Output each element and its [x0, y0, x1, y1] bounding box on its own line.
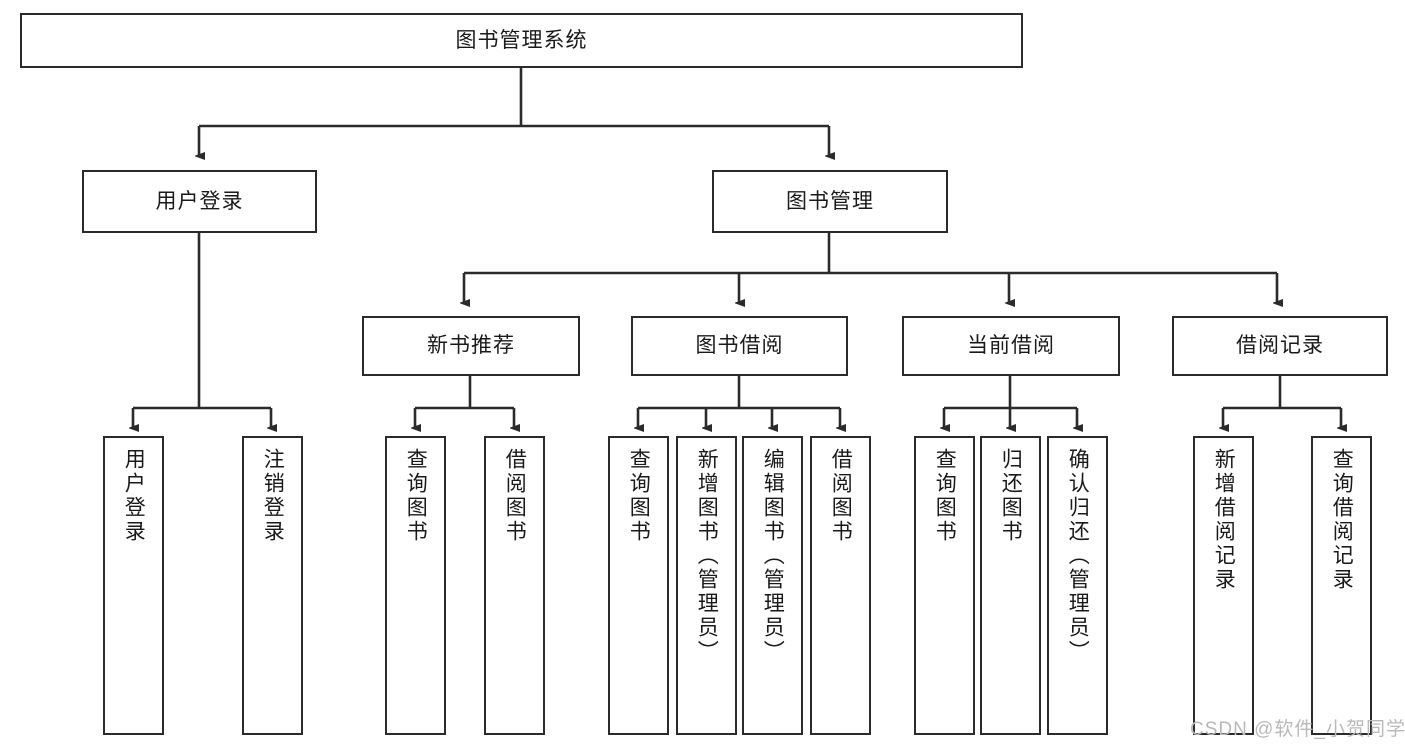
node-new-book-recommend[interactable]: 新书推荐 — [362, 316, 580, 376]
node-current-borrow[interactable]: 当前借阅 — [902, 316, 1120, 376]
node-label: 确认归还（管理员） — [1066, 448, 1090, 664]
leaf-recommend-borrow-book[interactable]: 借阅图书 — [484, 436, 545, 735]
leaf-record-query-record[interactable]: 查询借阅记录 — [1311, 436, 1372, 735]
leaf-borrow-edit-book-admin[interactable]: 编辑图书（管理员） — [742, 436, 803, 735]
leaf-user-login-logout[interactable]: 注销登录 — [242, 436, 303, 735]
node-label: 当前借阅 — [967, 334, 1055, 358]
leaf-current-query-book[interactable]: 查询图书 — [914, 436, 975, 735]
node-label: 图书借阅 — [695, 334, 784, 358]
node-label: 编辑图书（管理员） — [761, 448, 785, 664]
node-label: 新增图书（管理员） — [695, 448, 719, 664]
node-label: 查询图书 — [404, 448, 428, 544]
node-label: 借阅图书 — [829, 448, 853, 544]
csdn-watermark: CSDN @软件_小贺同学 — [1190, 719, 1405, 740]
node-book-borrow[interactable]: 图书借阅 — [631, 316, 848, 376]
leaf-user-login-signin[interactable]: 用户登录 — [103, 436, 164, 735]
node-label: 注销登录 — [261, 448, 285, 544]
node-borrow-record[interactable]: 借阅记录 — [1172, 316, 1388, 376]
node-label: 借阅图书 — [503, 448, 527, 544]
node-label: 新书推荐 — [427, 334, 515, 358]
node-book-management[interactable]: 图书管理 — [712, 170, 948, 233]
node-user-login[interactable]: 用户登录 — [82, 170, 317, 233]
node-label: 借阅记录 — [1236, 334, 1324, 358]
node-label: 图书管理系统 — [455, 28, 588, 52]
leaf-borrow-add-book-admin[interactable]: 新增图书（管理员） — [676, 436, 737, 735]
node-label: 归还图书 — [999, 448, 1023, 544]
leaf-record-add-record[interactable]: 新增借阅记录 — [1193, 436, 1254, 735]
leaf-borrow-borrow-book[interactable]: 借阅图书 — [810, 436, 871, 735]
leaf-current-return-book[interactable]: 归还图书 — [980, 436, 1041, 735]
leaf-borrow-query-book[interactable]: 查询图书 — [608, 436, 669, 735]
node-root-system[interactable]: 图书管理系统 — [20, 13, 1023, 68]
node-label: 用户登录 — [122, 448, 146, 544]
node-label: 查询借阅记录 — [1330, 448, 1354, 592]
node-label: 用户登录 — [155, 189, 244, 213]
leaf-current-confirm-return-admin[interactable]: 确认归还（管理员） — [1047, 436, 1108, 735]
leaf-recommend-query-book[interactable]: 查询图书 — [385, 436, 446, 735]
node-label: 查询图书 — [627, 448, 651, 544]
node-label: 图书管理 — [786, 189, 874, 213]
node-label: 新增借阅记录 — [1212, 448, 1236, 592]
node-label: 查询图书 — [933, 448, 957, 544]
